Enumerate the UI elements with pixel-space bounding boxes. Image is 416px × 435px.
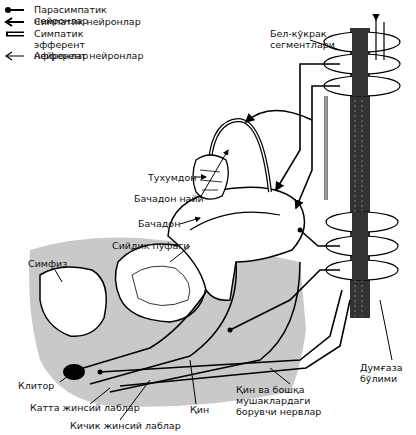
ascending-tracts — [376, 20, 384, 60]
legend-sample — [4, 29, 28, 39]
uterine-cavity — [190, 212, 280, 230]
anatomy-label: Катта жинсий лаблар — [30, 402, 150, 413]
legend-text: Симпатик нейронлар — [34, 16, 154, 27]
leader-lines — [55, 40, 340, 420]
anatomy-label: Кичик жинсий лаблар — [70, 420, 190, 431]
legend-sample — [4, 5, 28, 15]
leader-sacral — [380, 300, 392, 360]
spinal-cord — [350, 28, 370, 318]
efferent-nerves — [325, 96, 328, 200]
legend-sample — [4, 51, 28, 61]
symphysis — [40, 267, 106, 336]
cord-upper — [352, 30, 368, 96]
parasympathetic-nerves — [100, 230, 350, 386]
legend-row: Симпатик эфферент нейронлар — [4, 28, 154, 52]
anatomy-label: Тухумдон — [148, 172, 196, 183]
anatomy-label: Клитор — [18, 380, 62, 391]
anatomy-label: Қин — [190, 404, 220, 415]
anatomy-label: Бел-кўкрак сегментлари — [270, 28, 346, 50]
ovary — [193, 155, 228, 199]
anatomy-label: Бачадон найи — [134, 193, 204, 204]
legend-text: Афферент нейронлар — [34, 50, 154, 61]
rectum-wall — [110, 262, 300, 392]
efferent-nerves-inner — [325, 96, 326, 200]
anatomy-label: Қин ва бошқа мушаклардаги борувчи нервла… — [236, 384, 354, 417]
legend-row: Афферент нейронлар — [4, 50, 154, 74]
sympathetic-nerves — [246, 64, 340, 208]
legend-sample — [4, 17, 28, 27]
cord-lower — [352, 212, 368, 280]
anatomy-label: Бачадон — [138, 218, 182, 229]
anatomy-label: Думғаза бўлими — [360, 362, 416, 384]
bladder-wall — [132, 266, 190, 305]
anatomy-label: Симфиз — [28, 258, 72, 269]
anatomy-label: Сийдик пуфаги — [112, 240, 192, 251]
